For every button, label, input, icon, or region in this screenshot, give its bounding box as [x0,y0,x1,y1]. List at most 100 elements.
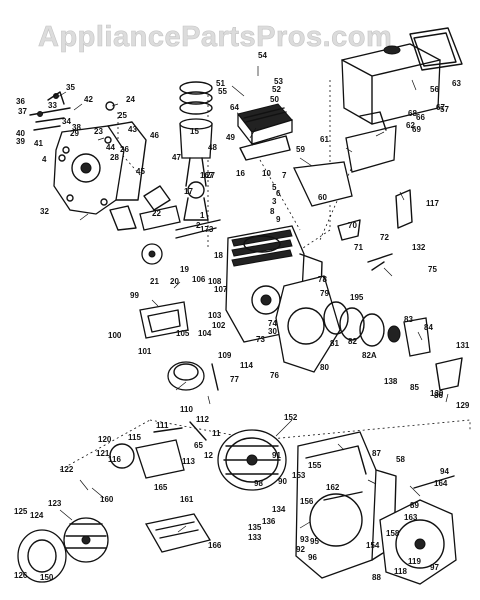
callout-number: 4 [42,155,47,164]
callout-number: 109 [218,351,232,360]
callout-number: 99 [130,291,139,300]
callout-number: 45 [136,167,145,176]
governor-linkage-part [29,91,115,162]
callout-number: 47 [172,153,181,162]
ignition-coil-part [109,421,207,479]
callout-number: 104 [198,329,212,338]
callout-number: 11 [212,429,221,438]
callout-number: 50 [270,95,279,104]
callout-number: 17 [184,187,193,196]
callout-number: 19 [180,265,189,274]
callout-number: 29 [70,129,79,138]
callout-number: 130 [430,389,444,398]
callout-number: 155 [308,461,322,470]
callout-number: 160 [100,495,114,504]
callout-number: 21 [150,277,159,286]
callout-number: 77 [230,375,239,384]
crankshaft-part [109,185,221,265]
callout-number: 71 [354,243,363,252]
callout-number: 44 [106,143,115,152]
callout-number: 113 [182,457,195,466]
callout-number: 43 [128,125,137,134]
callout-number: 80 [320,363,329,372]
callout-number: 18 [214,251,223,260]
callout-number: 57 [440,105,449,114]
callout-number: 73 [256,335,265,344]
callout-number: 88 [372,573,381,582]
callout-number: 96 [308,553,317,562]
callout-number: 62 [406,121,415,130]
callout-number: 33 [48,101,57,110]
callout-number: 58 [396,455,405,464]
callout-number: 114 [240,361,253,370]
callout-number: 23 [94,127,103,136]
flywheel-part [217,429,287,491]
callout-number: 69 [412,125,421,134]
callout-number: 37 [18,107,27,116]
callout-number: 24 [126,95,135,104]
callout-number: 97 [430,563,439,572]
callout-number: 38 [72,123,81,132]
callout-number: 98 [254,479,263,488]
callout-number: 165 [154,483,168,492]
callout-number: 86 [434,391,443,400]
callout-number: 105 [176,329,190,338]
callout-number: 162 [326,483,340,492]
callout-number: 133 [248,533,262,542]
callout-number: 20 [170,277,179,286]
callout-number: 195 [350,293,364,302]
callout-number: 51 [216,79,225,88]
callout-number: 40 [16,129,25,138]
callout-number: 103 [208,311,222,320]
callout-number: 95 [310,537,319,546]
callout-number: 5 [272,183,277,192]
callout-number: 60 [318,193,327,202]
callout-number: 118 [394,567,407,576]
callout-number: 32 [40,207,49,216]
carburetor-part [139,301,219,391]
callout-number: 2 [196,221,201,230]
callout-number: 79 [320,289,329,298]
callout-number: 72 [380,233,389,242]
callout-number: 123 [48,499,62,508]
callout-number: 138 [384,377,398,386]
callout-number: 75 [428,265,437,274]
callout-number: 81 [330,339,339,348]
blower-housing-part [295,431,397,579]
callout-number: 53 [274,77,283,86]
callout-number: 92 [296,545,305,554]
callout-number: 111 [156,421,169,430]
callout-number: 106 [192,275,206,284]
callout-leaders [55,66,449,533]
callout-number: 150 [40,573,54,582]
cover-plate-part [144,513,212,553]
callout-number: 85 [410,383,419,392]
callout-number: 164 [434,479,448,488]
control-bracket-part [293,161,393,271]
callout-number: 107 [214,285,228,294]
callout-number: 9 [276,215,281,224]
callout-numbers: 1234567891011121516171819202122232425262… [14,51,470,582]
callout-number: 82 [348,337,357,346]
callout-number: 126 [14,571,28,580]
callout-number: 91 [272,451,281,460]
fuel-tank-part [341,27,463,125]
callout-number: 12 [204,451,213,460]
callout-number: 135 [248,523,262,532]
callout-number: 115 [128,433,141,442]
callout-number: 87 [372,449,381,458]
callout-number: 102 [212,321,226,330]
callout-number: 56 [430,85,439,94]
callout-number: 173 [200,225,214,234]
callout-number: 154 [366,541,380,550]
callout-number: 167 [200,171,214,180]
callout-number: 119 [408,557,421,566]
callout-number: 166 [208,541,222,550]
callout-number: 131 [456,341,470,350]
callout-number: 46 [150,131,159,140]
callout-number: 116 [108,455,121,464]
callout-number: 65 [194,441,203,450]
callout-number: 49 [226,133,235,142]
callout-number: 15 [190,127,199,136]
